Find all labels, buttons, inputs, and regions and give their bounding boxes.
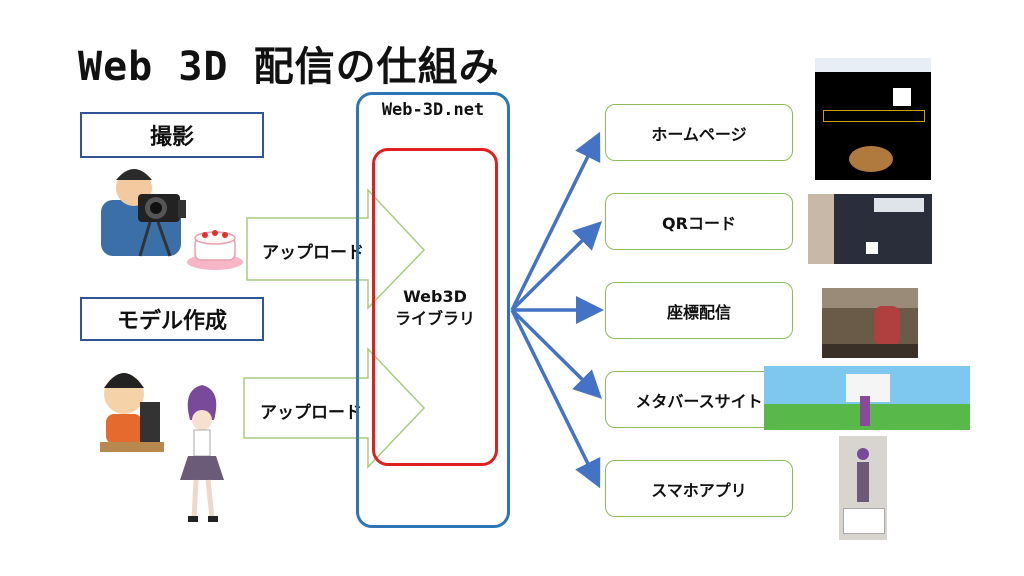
page-title: Web 3D 配信の仕組み xyxy=(78,44,500,90)
upload-label-1: アップロード xyxy=(262,243,364,263)
coordinate-delivery-photo xyxy=(822,288,918,358)
output-metaverse-site: メタバースサイト xyxy=(605,371,793,428)
output-qrcode-label: QRコード xyxy=(662,213,736,233)
arrow-to-app xyxy=(510,309,601,489)
library-box xyxy=(372,148,498,466)
modeling-label-box: モデル作成 xyxy=(80,297,264,341)
output-smartphone-app-label: スマホアプリ xyxy=(651,480,747,500)
shooting-label-box: 撮影 xyxy=(80,112,264,158)
metaverse-screenshot xyxy=(764,366,970,430)
smartphone-app-screenshot xyxy=(839,436,887,540)
arrow-to-homepage xyxy=(510,131,601,311)
character-model-illustration xyxy=(180,385,224,522)
output-homepage-label: ホームページ xyxy=(651,124,747,144)
upload-label-2: アップロード xyxy=(260,403,362,423)
platform-name: Web-3D.net xyxy=(381,100,485,120)
output-qrcode: QRコード xyxy=(605,193,793,250)
library-label-line2: ライブラリ xyxy=(394,309,475,328)
library-label-line1: Web3D xyxy=(403,287,467,306)
output-coordinate-delivery-label: 座標配信 xyxy=(666,302,731,322)
output-coordinate-delivery: 座標配信 xyxy=(605,282,793,339)
output-homepage: ホームページ xyxy=(605,104,793,161)
upload-arrow-2 xyxy=(243,347,426,469)
platform-box xyxy=(356,92,510,528)
modeling-label: モデル作成 xyxy=(116,309,227,334)
distribution-arrows xyxy=(510,131,604,489)
shooting-label: 撮影 xyxy=(149,125,194,150)
output-metaverse-site-label: メタバースサイト xyxy=(635,391,763,411)
output-smartphone-app: スマホアプリ xyxy=(605,460,793,517)
arrow-to-metaverse xyxy=(510,308,602,399)
library-label: Web3D ライブラリ xyxy=(372,286,498,330)
modeler-illustration xyxy=(100,373,164,452)
cake-illustration xyxy=(187,230,243,270)
arrow-to-qrcode xyxy=(510,221,602,312)
upload-arrow-1 xyxy=(246,188,426,310)
cameraman-illustration xyxy=(101,169,186,257)
homepage-screenshot xyxy=(815,58,931,180)
qrcode-photo xyxy=(808,194,932,264)
